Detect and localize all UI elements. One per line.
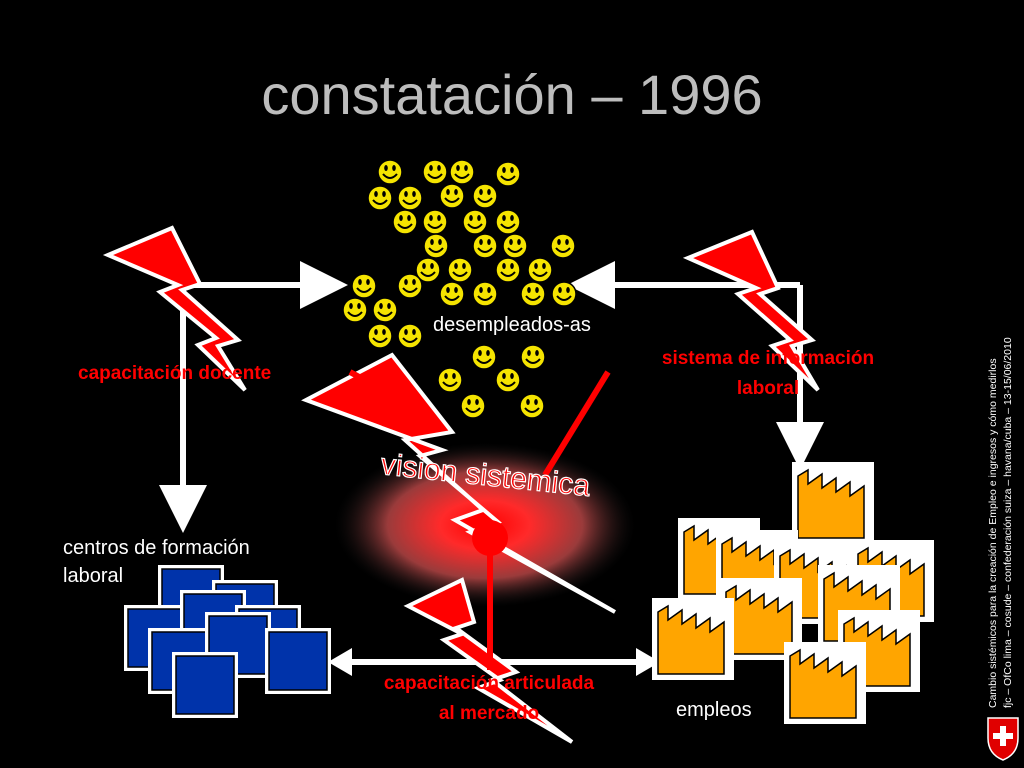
arrow-head-left: [328, 648, 352, 676]
connector-lines: [348, 369, 611, 670]
labor-info-label-1: sistema de información: [661, 348, 875, 369]
slide-title: constatación – 1996: [261, 63, 763, 126]
swiss-shield-logo: [987, 717, 1019, 761]
bolt-top-right: [682, 229, 820, 392]
market-training-label-2: al mercado: [438, 703, 540, 724]
market-training-label-1: capacitación articulada: [383, 673, 595, 694]
footer-line-2: fjc – OfCo lima – cosude – confederación…: [1002, 337, 1014, 708]
center-node: [472, 520, 508, 556]
jobs-label: empleos: [676, 699, 752, 721]
jobs-factories: [651, 461, 935, 725]
bolt-center: [301, 352, 616, 614]
training-centers-label-2: laboral: [63, 565, 124, 587]
training-centers-label-1: centros de formación: [63, 537, 250, 559]
teacher-training-label: capacitación docente: [78, 363, 272, 384]
footer-line-1: Cambio sistémicos para la creación de Em…: [987, 358, 999, 708]
training-center-buildings: [123, 564, 332, 719]
arrow-head-right: [636, 648, 660, 676]
labor-info-label-2: laboral: [736, 378, 800, 399]
bolt-top-left: [102, 225, 247, 392]
unemployed-label: desempleados-as: [433, 314, 591, 336]
